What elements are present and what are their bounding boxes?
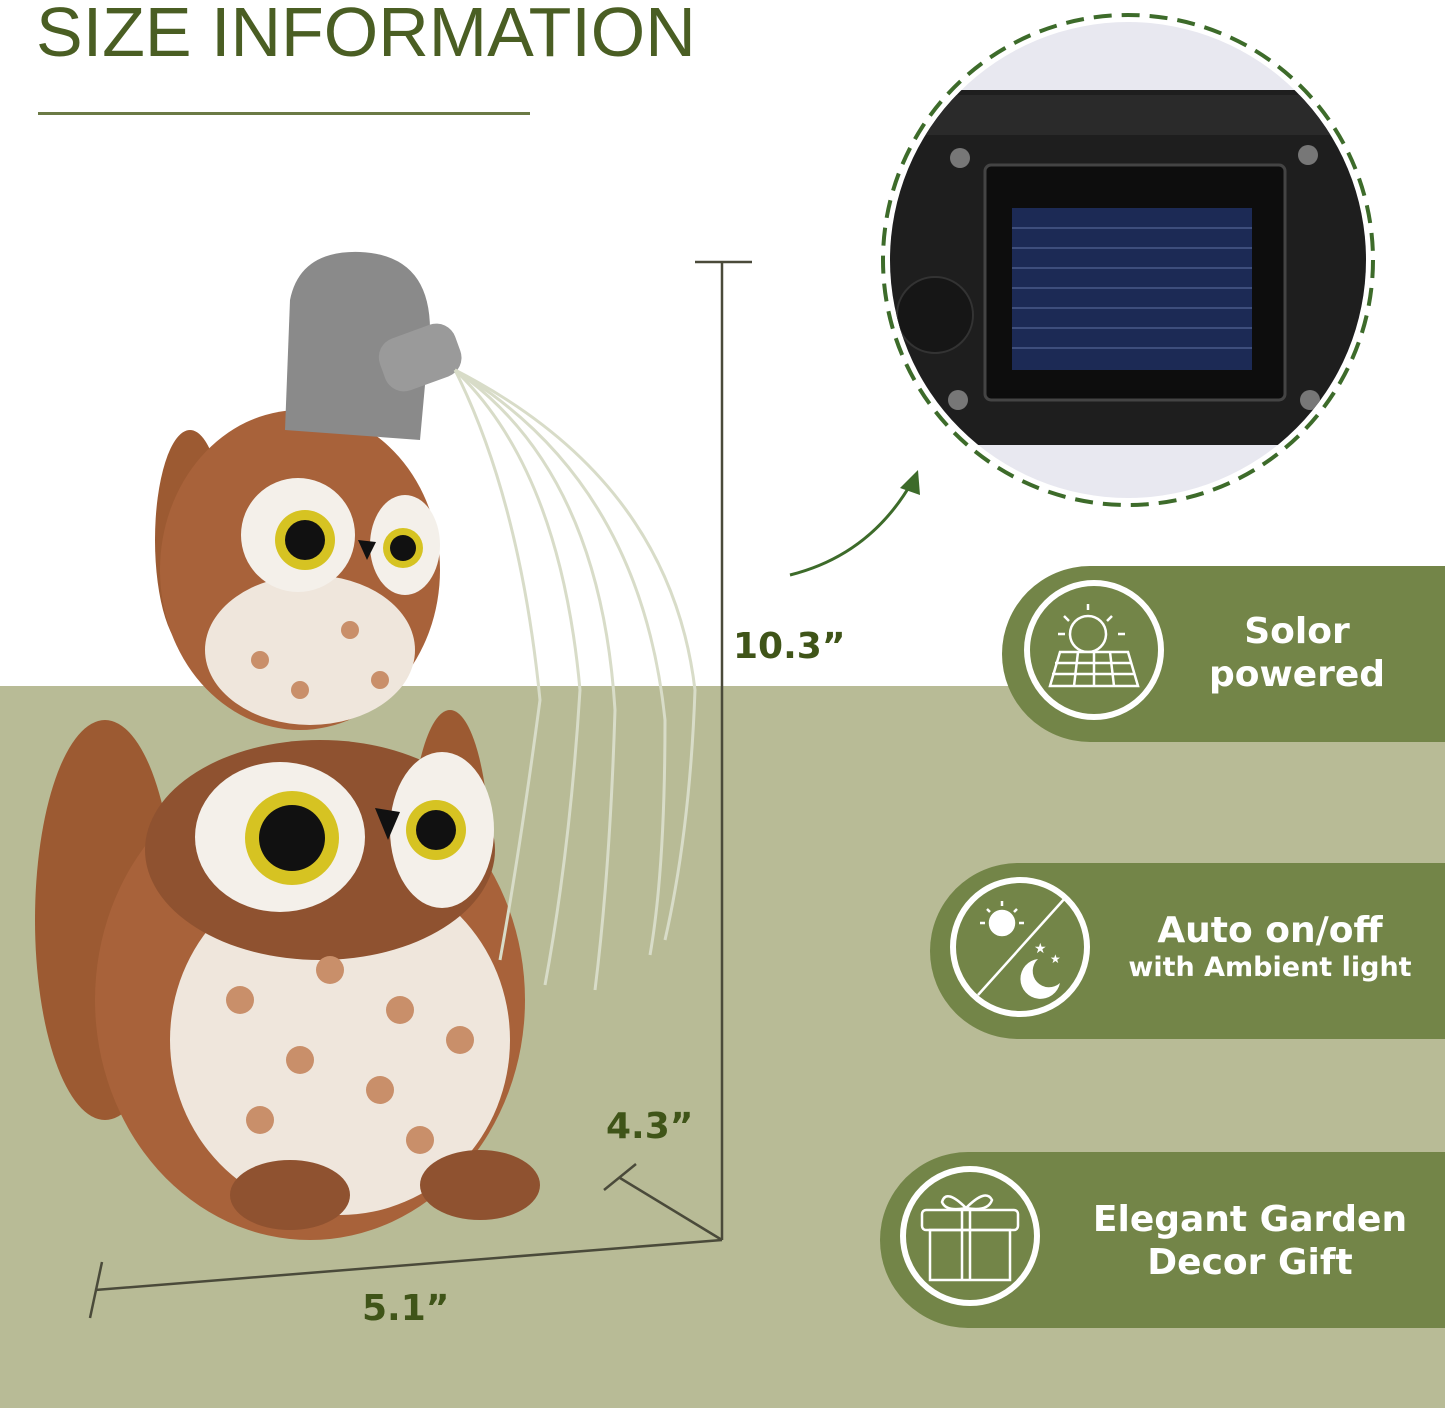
height-dimension-label: 10.3” xyxy=(733,626,846,667)
depth-dimension-label: 4.3” xyxy=(606,1106,694,1147)
width-dimension-label: 5.1” xyxy=(362,1288,450,1329)
feature-badge-solar: Solor powered xyxy=(1002,566,1445,742)
solar-panel-sun-icon xyxy=(1024,580,1164,720)
feature-badge-gift: Elegant Garden Decor Gift xyxy=(880,1152,1445,1328)
owl-figurine xyxy=(35,251,540,1240)
feature-title: Solor xyxy=(1244,611,1350,652)
fairy-light-strings xyxy=(453,368,697,991)
feature-subtitle: powered xyxy=(1208,654,1386,696)
solar-panel-closeup xyxy=(881,13,1375,507)
svg-text:★: ★ xyxy=(1050,952,1061,966)
feature-badge-auto: ★★ Auto on/off with Ambient light xyxy=(930,863,1445,1039)
svg-text:★: ★ xyxy=(1034,941,1047,957)
gift-box-icon xyxy=(900,1166,1040,1306)
feature-subtitle: Decor Gift xyxy=(1147,1242,1353,1284)
day-night-icon: ★★ xyxy=(950,877,1090,1017)
feature-title: Auto on/off xyxy=(1157,910,1383,951)
title-divider xyxy=(38,112,530,115)
dimension-lines xyxy=(88,260,752,1319)
pointer-arrow xyxy=(789,481,914,577)
feature-subtitle: with Ambient light xyxy=(1128,952,1412,984)
arrow-head-icon xyxy=(900,470,920,495)
feature-title: Elegant Garden xyxy=(1092,1199,1408,1240)
page-title: SIZE INFORMATION xyxy=(36,0,696,71)
